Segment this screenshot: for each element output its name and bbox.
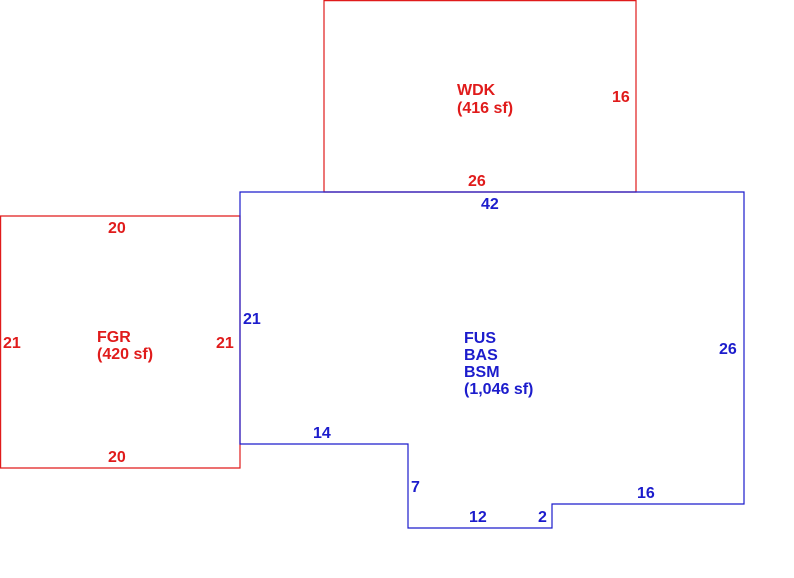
main-dim-top: 42 <box>481 196 499 213</box>
main-dim-notch-bottom: 12 <box>469 509 487 526</box>
fgr-dim-bottom: 20 <box>108 449 126 466</box>
fgr-dim-top: 20 <box>108 220 126 237</box>
wdk-dim-right: 16 <box>612 89 630 106</box>
main-dim-step-right: 16 <box>637 485 655 502</box>
wdk-dim-bottom: 26 <box>468 173 486 190</box>
wdk-area-label: (416 sf) <box>457 100 513 117</box>
main-code-fus: FUS <box>464 330 496 347</box>
main-dim-step-small: 2 <box>538 509 547 526</box>
main-dim-left: 21 <box>243 311 261 328</box>
main-dim-notch-top: 14 <box>313 425 331 442</box>
main-code-bas: BAS <box>464 347 498 364</box>
fgr-outline <box>0 215 241 469</box>
main-dim-notch-side: 7 <box>411 479 420 496</box>
wdk-code-label: WDK <box>457 82 496 99</box>
main-area-outline <box>239 191 745 529</box>
main-dim-right: 26 <box>719 341 737 358</box>
fgr-code-label: FGR <box>97 329 131 346</box>
main-area-label: (1,046 sf) <box>464 381 533 398</box>
fgr-dim-left: 21 <box>3 335 21 352</box>
fgr-dim-right: 21 <box>216 335 234 352</box>
main-code-bsm: BSM <box>464 364 500 381</box>
fgr-area-label: (420 sf) <box>97 346 153 363</box>
